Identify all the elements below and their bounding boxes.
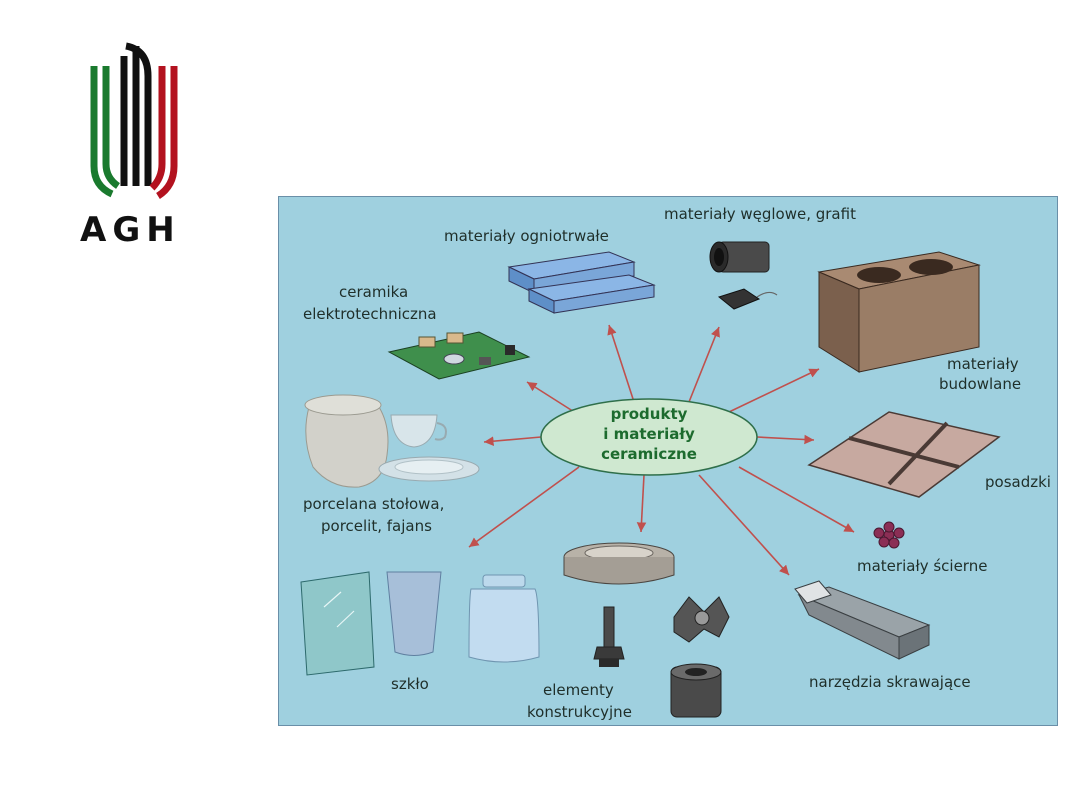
arrows xyxy=(468,324,855,576)
ceramics-diagram-panel: produkty i materiały ceramiczne materiał… xyxy=(278,196,1058,726)
agh-logo-text: AGH xyxy=(80,210,181,250)
label-building-line-2: budowlane xyxy=(939,375,1021,393)
floor-tiles-illustration xyxy=(807,411,1001,498)
arrow-floors xyxy=(756,434,815,445)
building-block-illustration xyxy=(817,251,981,373)
label-porcelain-line-2: porcelit, fajans xyxy=(321,517,432,535)
label-porcelain-line-1: porcelana stołowa, xyxy=(303,495,444,513)
arrow-tools xyxy=(698,474,790,576)
carbon-materials-illustration xyxy=(709,241,778,310)
label-electro-line-1: ceramika xyxy=(339,283,408,301)
label-carbon: materiały węglowe, grafit xyxy=(664,205,856,223)
abrasive-illustration xyxy=(873,521,905,549)
label-floors: posadzki xyxy=(985,473,1051,491)
center-label-line-2: i materiały xyxy=(603,425,695,443)
label-abrasive: materiały ścierne xyxy=(857,557,987,575)
glass-illustration xyxy=(300,571,540,676)
arrow-structural xyxy=(636,474,647,533)
arrow-abrasive xyxy=(738,466,855,533)
label-structural-line-1: elementy xyxy=(543,681,614,699)
electrotechnical-board-illustration xyxy=(387,331,531,380)
agh-logo xyxy=(90,42,178,199)
porcelain-illustration xyxy=(304,394,480,488)
arrow-glass xyxy=(468,466,580,548)
center-label-line-3: ceramiczne xyxy=(601,445,697,463)
label-structural-line-2: konstrukcyjne xyxy=(527,703,632,721)
center-label-line-1: produkty xyxy=(611,405,688,423)
arrow-refractory xyxy=(607,324,635,403)
arrow-building xyxy=(728,368,820,413)
center-ellipse xyxy=(540,398,758,476)
refractory-bricks-illustration xyxy=(507,251,656,314)
label-refractory: materiały ogniotrwałe xyxy=(444,227,609,245)
structural-elements-illustration xyxy=(563,542,730,718)
arrow-carbon xyxy=(688,326,720,403)
label-building-line-1: materiały xyxy=(947,355,1019,373)
label-tools: narzędzia skrawające xyxy=(809,673,971,691)
label-electro-line-2: elektrotechniczna xyxy=(303,305,437,323)
arrow-electro xyxy=(526,381,580,416)
ceramics-diagram: produkty i materiały ceramiczne materiał… xyxy=(279,197,1057,725)
arrow-porcelain xyxy=(483,436,542,446)
cutting-tools-illustration xyxy=(794,580,931,660)
label-glass: szkło xyxy=(391,675,429,693)
